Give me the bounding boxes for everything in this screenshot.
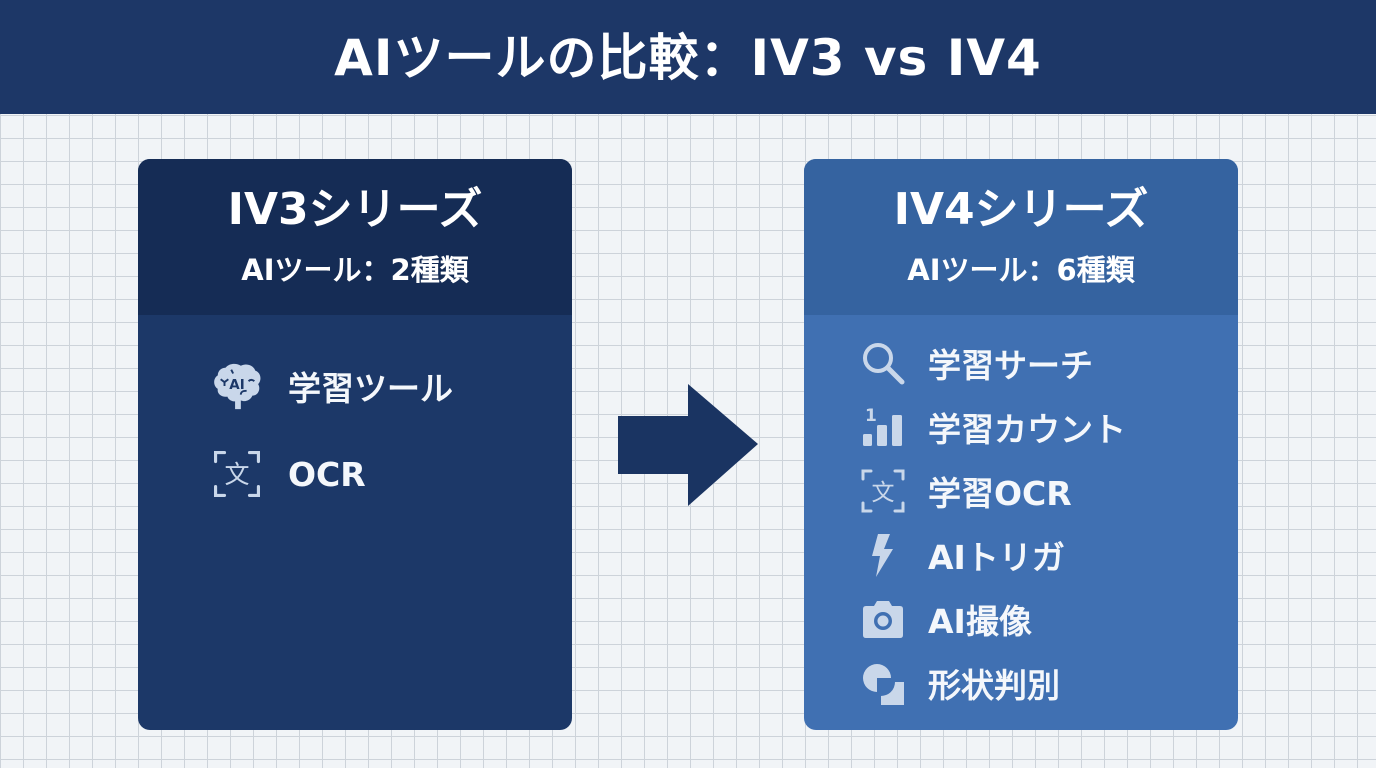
- camera-icon: [860, 596, 906, 642]
- iv4-series-card: IV4シリーズ AIツール：6種類 学習サーチ 1 学習カウント: [804, 159, 1238, 730]
- svg-text:文: 文: [872, 480, 895, 506]
- iv3-card-header: IV3シリーズ AIツール：2種類: [138, 159, 572, 315]
- svg-text:1: 1: [865, 406, 877, 426]
- iv3-card-subtitle: AIツール：2種類: [241, 253, 469, 288]
- tool-label: 形状判別: [928, 666, 1060, 705]
- iv4-card-title: IV4シリーズ: [893, 183, 1149, 235]
- iv4-card-header: IV4シリーズ AIツール：6種類: [804, 159, 1238, 315]
- iv3-card-title: IV3シリーズ: [227, 183, 483, 235]
- ocr-text-icon: 文: [860, 468, 906, 514]
- iv4-card-subtitle: AIツール：6種類: [907, 253, 1135, 288]
- list-item: AIトリガ: [860, 531, 1065, 579]
- count-bars-icon: 1: [860, 404, 906, 450]
- list-item: 形状判別: [860, 659, 1060, 707]
- list-item: 1 学習カウント: [860, 403, 1126, 451]
- lightning-icon: [860, 532, 906, 578]
- tool-label: 学習OCR: [928, 474, 1072, 513]
- header-banner: AIツールの比較：IV3 vs IV4: [0, 0, 1376, 114]
- brain-ai-icon: AI: [212, 361, 262, 411]
- svg-text:文: 文: [224, 460, 249, 489]
- tool-label: AI撮像: [928, 602, 1032, 641]
- tool-label: 学習ツール: [288, 369, 453, 408]
- right-arrow-icon: [618, 384, 758, 506]
- search-icon: [860, 340, 906, 386]
- list-item: 学習サーチ: [860, 339, 1093, 387]
- iv3-series-card: IV3シリーズ AIツール：2種類 AI 学習ツール 文: [138, 159, 572, 730]
- list-item: AI 学習ツール: [212, 361, 453, 411]
- svg-text:AI: AI: [229, 378, 244, 393]
- list-item: AI撮像: [860, 595, 1032, 643]
- shape-icon: [860, 660, 906, 706]
- tool-label: 学習サーチ: [928, 346, 1093, 385]
- ocr-text-icon: 文: [212, 449, 262, 499]
- list-item: 文 OCR: [212, 449, 366, 499]
- tool-label: OCR: [288, 454, 366, 494]
- tool-label: 学習カウント: [928, 410, 1126, 449]
- list-item: 文 学習OCR: [860, 467, 1072, 515]
- page-title: AIツールの比較：IV3 vs IV4: [334, 29, 1042, 87]
- tool-label: AIトリガ: [928, 538, 1065, 577]
